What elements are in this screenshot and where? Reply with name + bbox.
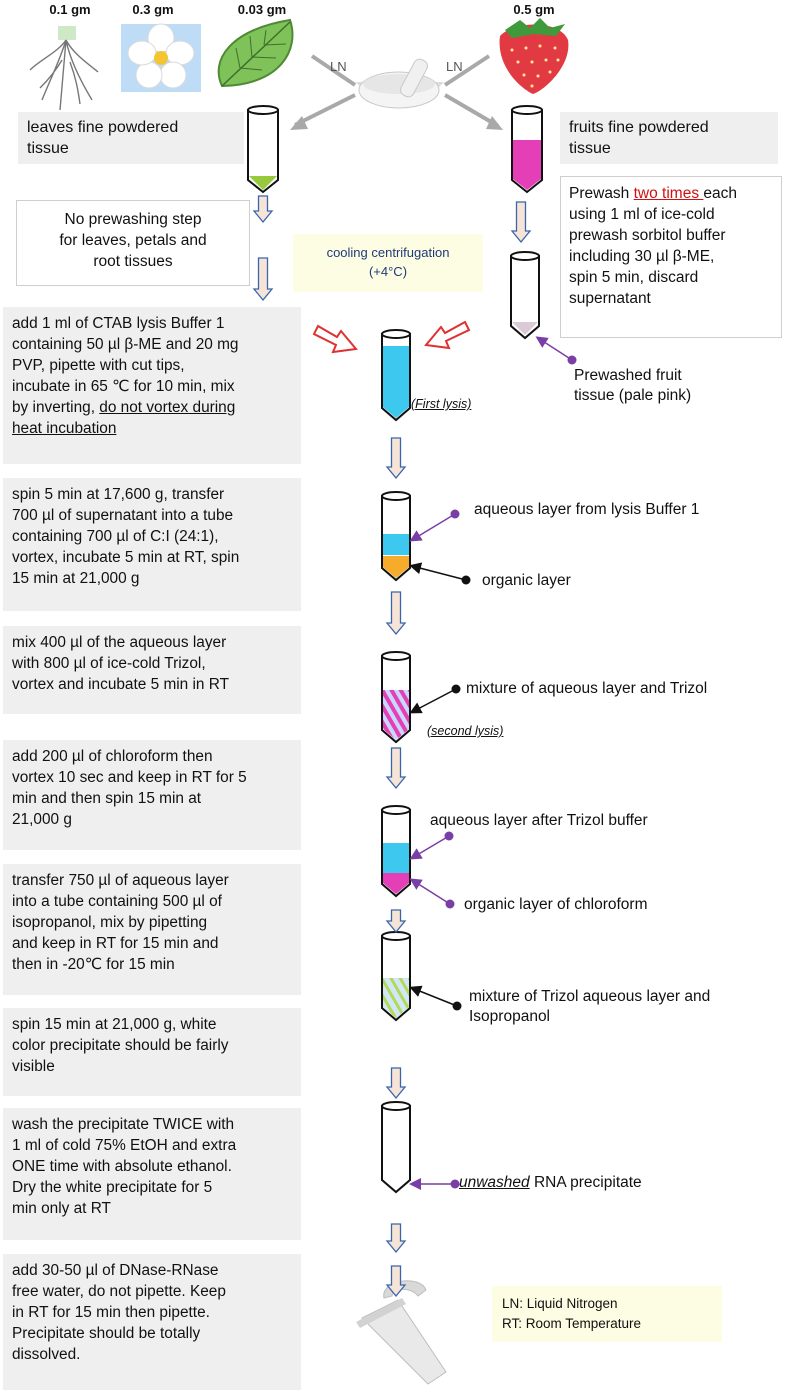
pointer-mixture-iso	[409, 985, 462, 1011]
no-prewash-note: No prewashing step for leaves, petals an…	[16, 200, 250, 286]
strawberry-image	[499, 18, 569, 94]
leaf-sample-image	[217, 18, 294, 88]
pointer-organic-chloroform	[409, 878, 455, 909]
grey-flow-arrows	[294, 54, 500, 128]
down-arrows	[252, 195, 532, 1298]
mortar-pestle-image	[356, 58, 444, 109]
step-4-chloroform: add 200 µl of chloroform then vortex 10 …	[3, 740, 301, 850]
prewash-two-times: two times	[633, 185, 704, 202]
down-arrow-6	[385, 747, 407, 790]
tube-isopropanol	[381, 931, 411, 1022]
ann-unwashed-word: unwashed	[459, 1174, 530, 1191]
down-arrow-3	[510, 201, 532, 244]
prewash-text-post: each using 1 ml of ice-cold prewash sorb…	[569, 185, 738, 307]
fruit-mass-label: 0.5 gm	[513, 2, 555, 17]
legend-rt: RT: Room Temperature	[502, 1316, 642, 1331]
step-1-lysis: add 1 ml of CTAB lysis Buffer 1 containi…	[3, 307, 301, 464]
microcentrifuge-tube-image	[356, 1280, 447, 1385]
down-arrow-1	[252, 195, 274, 224]
pointer-organic	[409, 562, 471, 585]
tube-fruits	[511, 105, 543, 194]
ann-organic-layer: organic layer	[482, 572, 571, 589]
down-arrow-7	[385, 909, 407, 934]
tube-first-lysis	[381, 329, 411, 422]
prewash-note: Prewash two times each using 1 ml of ice…	[560, 176, 782, 338]
ann-mixture-trizol: mixture of aqueous layer and Trizol	[466, 680, 708, 697]
pointer-prewashed	[535, 336, 577, 365]
down-arrow-2	[252, 257, 274, 302]
petal-sample-image	[121, 23, 201, 92]
ann-mixture-isopropanol: mixture of Trizol aqueous layer and Isop…	[469, 988, 711, 1025]
prewash-text-pre: Prewash	[569, 185, 634, 202]
leaves-powder-label: leaves fine powdered tissue	[18, 112, 244, 164]
step-2-spin: spin 5 min at 17,600 g, transfer 700 µl …	[3, 478, 301, 611]
ln-left-label: LN	[330, 59, 347, 74]
pointer-unwashed	[409, 1178, 460, 1190]
step-1-text: add 1 ml of CTAB lysis Buffer 1 containi…	[12, 315, 239, 416]
step-7-wash: wash the precipitate TWICE with 1 ml of …	[3, 1108, 301, 1240]
tube-second-lysis	[381, 651, 411, 744]
cooling-centrifugation-note: cooling centrifugation (+4°C)	[293, 234, 483, 292]
fruits-powder-label: fruits fine powdered tissue	[560, 112, 778, 164]
first-lysis-label: (First lysis)	[411, 397, 472, 411]
root-mass-label: 0.1 gm	[49, 2, 91, 17]
petal-mass-label: 0.3 gm	[132, 2, 174, 17]
ln-right-label: LN	[446, 59, 463, 74]
down-arrow-8	[385, 1067, 407, 1100]
step-8-dissolve: add 30-50 µl of DNase-RNase free water, …	[3, 1254, 301, 1390]
tube-precipitate	[381, 1101, 411, 1194]
ann-organic-chloroform: organic layer of chloroform	[464, 896, 648, 913]
pointer-aqueous-lysis	[409, 509, 460, 542]
tube-phase-separation	[381, 491, 411, 582]
second-lysis-label: (second lysis)	[427, 724, 504, 738]
step-5-isopropanol: transfer 750 µl of aqueous layer into a …	[3, 864, 301, 995]
step-3-trizol: mix 400 µl of the aqueous layer with 800…	[3, 626, 301, 714]
pointer-aq-after-trizol	[409, 831, 454, 860]
prewashed-fruit-label: Prewashed fruit tissue (pale pink)	[574, 367, 692, 404]
root-sample-image	[29, 26, 99, 111]
down-arrow-4	[385, 437, 407, 480]
tube-chloroform	[381, 805, 411, 898]
tube-leaves	[247, 105, 279, 194]
down-arrow-9	[385, 1223, 407, 1254]
abbreviation-legend: LN: Liquid Nitrogen RT: Room Temperature	[492, 1286, 722, 1342]
tube-prewashed	[510, 251, 540, 340]
step-6-spin: spin 15 min at 21,000 g, white color pre…	[3, 1008, 301, 1096]
down-arrow-10	[385, 1265, 407, 1298]
red-arrow-right	[424, 320, 471, 350]
leaf-mass-label: 0.03 gm	[237, 2, 287, 17]
red-arrow-left	[312, 324, 358, 354]
ann-aqueous-lysis: aqueous layer from lysis Buffer 1	[474, 501, 700, 518]
step-1-warning: do not vortex during heat incubation	[12, 399, 236, 437]
ann-unwashed-rest: RNA precipitate	[529, 1174, 642, 1191]
down-arrow-5	[385, 591, 407, 636]
pointer-mixture-trizol	[409, 684, 461, 714]
legend-ln: LN: Liquid Nitrogen	[502, 1296, 618, 1311]
ann-unwashed-precipitate: unwashed RNA precipitate	[459, 1173, 642, 1193]
ann-aqueous-after-trizol: aqueous layer after Trizol buffer	[430, 812, 648, 829]
